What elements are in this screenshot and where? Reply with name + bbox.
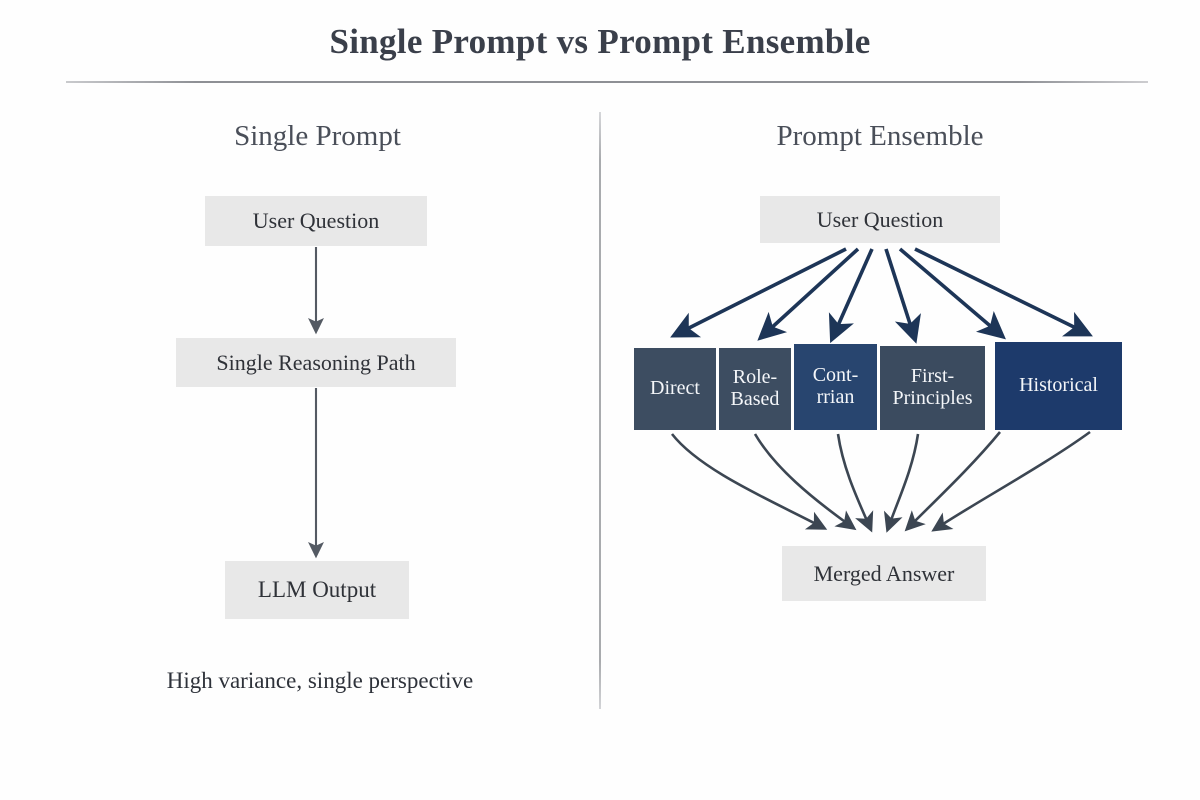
- merge-arrows: [670, 430, 1091, 533]
- node-prompt-role-based[interactable]: Role-Based: [719, 348, 791, 430]
- column-heading-prompt-ensemble: Prompt Ensemble: [776, 120, 984, 152]
- node-prompt-first-principles[interactable]: First-Principles: [880, 346, 985, 430]
- page-title: Single Prompt vs Prompt Ensemble: [329, 22, 871, 61]
- node-prompt-direct[interactable]: Direct: [634, 348, 716, 430]
- fanout-arrows: [670, 247, 1093, 344]
- node-prompt-historical[interactable]: Historical: [995, 342, 1122, 430]
- node-single-reasoning-path[interactable]: Single Reasoning Path: [176, 338, 456, 387]
- node-user-question-left[interactable]: User Question: [205, 196, 427, 246]
- node-user-question-right[interactable]: User Question: [760, 196, 1000, 243]
- node-merged-answer[interactable]: Merged Answer: [782, 546, 986, 601]
- title-divider-rule: [66, 81, 1148, 83]
- node-prompt-contrarian[interactable]: Cont-rrian: [794, 344, 877, 430]
- column-heading-single-prompt: Single Prompt: [234, 120, 401, 152]
- left-column-caption: High variance, single perspective: [166, 668, 474, 693]
- node-llm-output[interactable]: LLM Output: [225, 561, 409, 619]
- column-divider: [599, 112, 601, 709]
